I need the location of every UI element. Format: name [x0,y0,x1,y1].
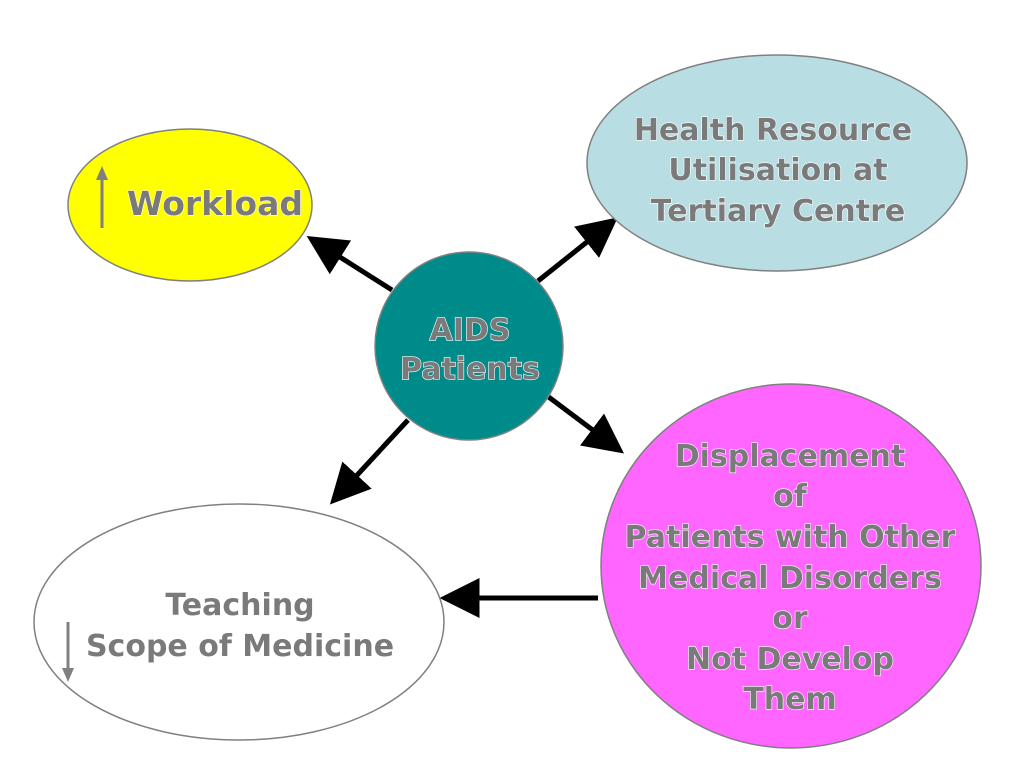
displacement-line-3: Patients with Other [625,520,956,555]
teaching-line-2: Scope of Medicine [86,629,394,664]
displacement-line-4: Medical Disorders [638,561,942,596]
arrow-center-to-health [536,217,618,283]
arrow-center-to-workload [306,235,394,293]
aids-patients-line-2: Patients [400,352,540,387]
workload-node: Workload [67,128,313,282]
displacement-line-7: Them [743,682,836,717]
workload-ellipse [67,128,313,282]
displacement-ellipse [600,383,982,749]
displacement-line-5: or [772,601,808,636]
health-resource-line-3: Tertiary Centre [651,194,906,229]
aids-patients-node: AIDS Patients [374,251,564,441]
teaching-line-1: Teaching [165,588,314,623]
health-resource-ellipse [586,54,968,272]
aids-patients-line-1: AIDS [430,313,511,348]
arrow-center-to-displacement [544,393,624,454]
health-resource-node: Health Resource Utilisation at Tertiary … [586,54,968,272]
workload-label: Workload [127,184,303,223]
health-resource-line-1: Health Resource [634,113,912,148]
displacement-line-2: of [773,479,808,514]
increase-arrow-icon [96,166,108,228]
teaching-node: Teaching Scope of Medicine [33,503,445,741]
displacement-line-1: Displacement [675,439,905,474]
decrease-arrow-icon [62,622,74,682]
displacement-line-6: Not Develop [686,642,894,677]
teaching-ellipse [33,503,445,741]
arrow-center-to-teaching [329,418,410,505]
displacement-node: Displacement of Patients with Other Medi… [600,383,982,749]
health-resource-line-2: Utilisation at [668,153,887,188]
aids-patients-circle [374,251,564,441]
